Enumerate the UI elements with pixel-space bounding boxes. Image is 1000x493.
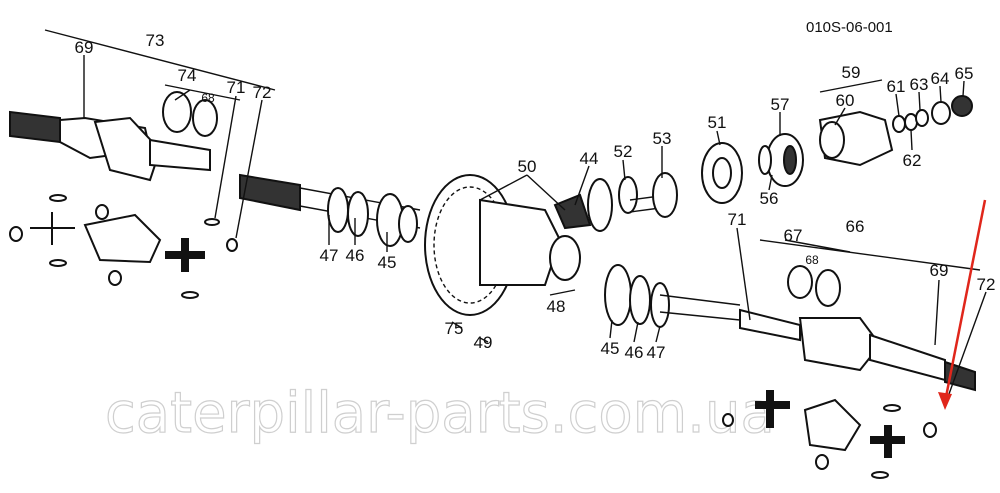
label-74: 74 [178,66,197,85]
right-drive-shaft [722,265,976,479]
label-59: 59 [842,63,861,82]
label-71b: 71 [728,210,747,229]
label-62: 62 [903,151,922,170]
label-47b: 47 [647,343,666,362]
label-46: 46 [346,246,365,265]
label-66: 66 [846,217,865,236]
label-63: 63 [910,75,929,94]
label-52: 52 [614,142,633,161]
label-67: 67 [784,226,803,245]
differential-assembly [424,142,743,343]
label-46b: 46 [625,343,644,362]
left-cross-joints [9,194,238,299]
left-drive-shaft [9,91,421,247]
label-72: 72 [253,83,272,102]
watermark: caterpillar-parts.com.ua [105,381,775,446]
label-72b: 72 [977,275,996,294]
part-labels: 73 69 74 68 71 72 50 44 52 53 51 57 56 5… [75,31,996,362]
label-56: 56 [760,189,779,208]
label-73: 73 [146,31,165,50]
label-68b: 68 [805,253,819,267]
label-60: 60 [836,91,855,110]
label-69b: 69 [930,261,949,280]
label-64: 64 [931,69,950,88]
label-51: 51 [708,113,727,132]
label-45b: 45 [601,339,620,358]
label-71: 71 [227,78,246,97]
label-57: 57 [771,95,790,114]
highlight-arrow [938,199,987,410]
leader-lines [44,29,987,406]
label-75: 75 [445,319,464,338]
label-65: 65 [955,64,974,83]
label-45: 45 [378,253,397,272]
label-61: 61 [887,77,906,96]
label-49: 49 [474,333,493,352]
label-48: 48 [547,297,566,316]
label-53: 53 [653,129,672,148]
label-44: 44 [580,149,599,168]
label-50: 50 [518,157,537,176]
hub-assembly [758,95,973,187]
label-47: 47 [320,246,339,265]
label-68: 68 [201,91,215,105]
label-69: 69 [75,38,94,57]
drawing-code: 010S-06-001 [806,19,893,36]
